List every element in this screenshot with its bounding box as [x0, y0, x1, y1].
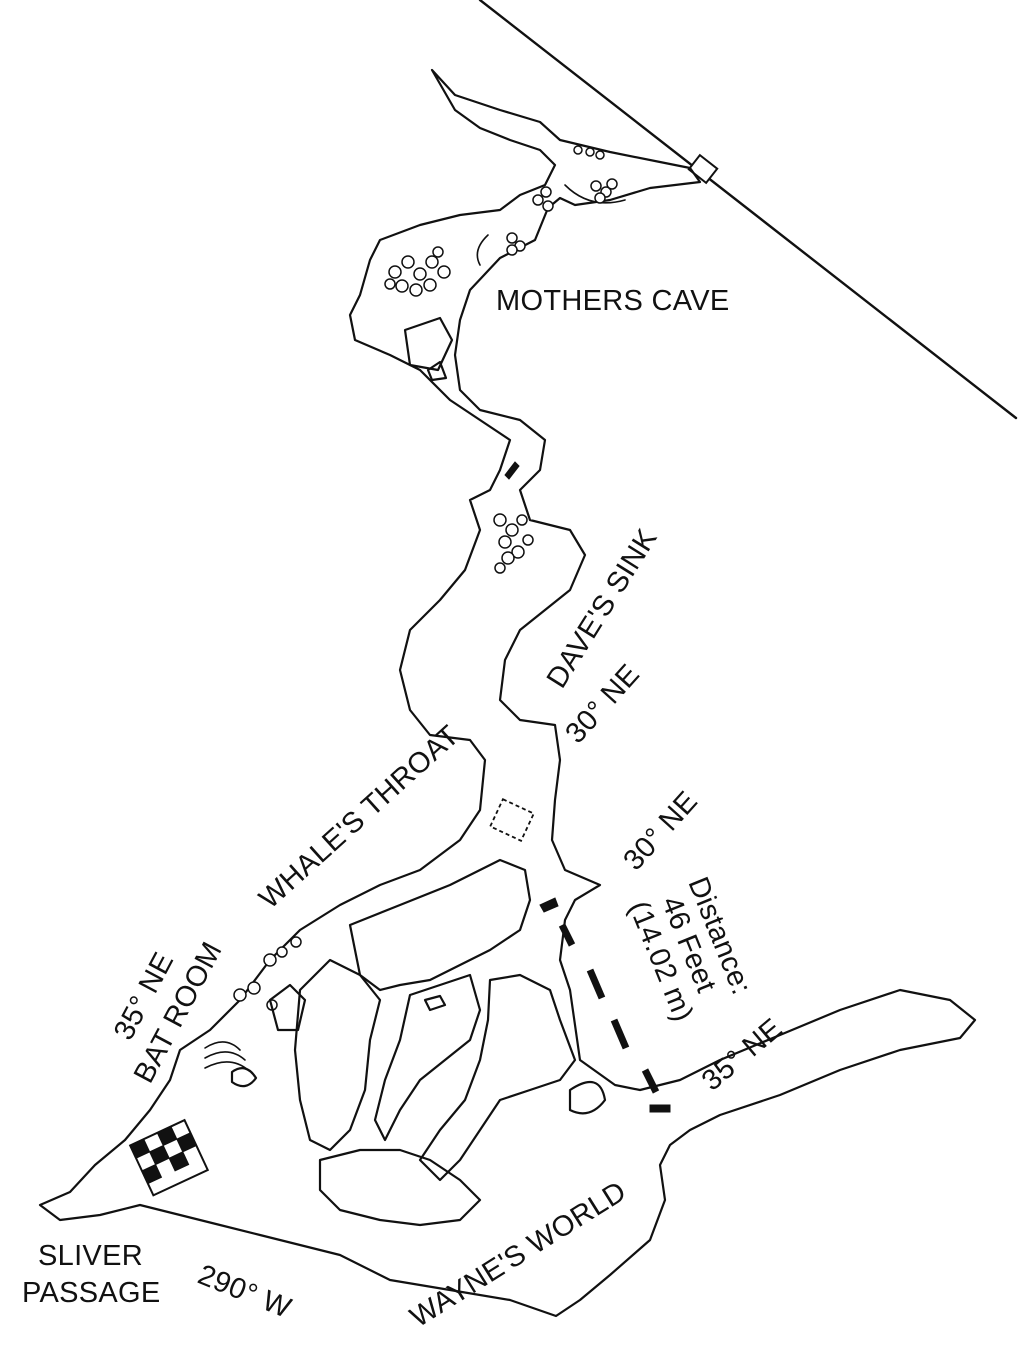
- passage-rocks: [493, 513, 534, 574]
- label-bearing-290-w: 290° W: [193, 1259, 295, 1325]
- ladder-markers: [539, 897, 671, 1113]
- ladder-marker-upper: [504, 461, 520, 480]
- bat-room-features: [204, 936, 302, 1088]
- surface-line: [478, 0, 1018, 420]
- label-bearing-35-ne-right: 35° NE: [696, 1012, 789, 1097]
- mothers-cave-outline: [38, 68, 977, 1318]
- mothers-cave-arc-2: [476, 234, 489, 266]
- lower-loop-4: [318, 1148, 482, 1227]
- distance-dashed-line: [558, 923, 660, 1094]
- mothers-cave-arc: [564, 184, 626, 204]
- label-waynes-world: WAYNE'S WORLD: [405, 1175, 632, 1334]
- wayne-loop: [568, 1080, 607, 1115]
- whales-throat-outline: [348, 858, 532, 992]
- bat-room-pillar-2: [423, 994, 447, 1012]
- small-pillar: [426, 360, 448, 382]
- label-sliver-line-2: PASSAGE: [22, 1277, 161, 1309]
- mothers-cave-pillar: [403, 316, 454, 372]
- label-whales-throat: WHALE'S THROAT: [253, 720, 465, 916]
- label-mothers-cave: MOTHERS CAVE: [496, 285, 729, 317]
- bat-room-pillar: [268, 983, 307, 1032]
- label-bearing-30-ne-mid: 30° NE: [617, 785, 704, 876]
- lower-loop-2: [373, 973, 482, 1142]
- lower-loop-3: [418, 973, 577, 1182]
- survey-station: [489, 798, 535, 842]
- label-daves-sink: DAVE'S SINK: [541, 523, 664, 694]
- label-sliver-line-1: SLIVER: [38, 1240, 143, 1272]
- lower-loop-1: [293, 958, 382, 1152]
- label-distance: Distance: 46 Feet (14.02 m): [622, 873, 757, 1027]
- breakdown-rocks: [384, 145, 618, 297]
- entrance-marker: [687, 153, 719, 185]
- sliver-grid-structure: [128, 1118, 210, 1197]
